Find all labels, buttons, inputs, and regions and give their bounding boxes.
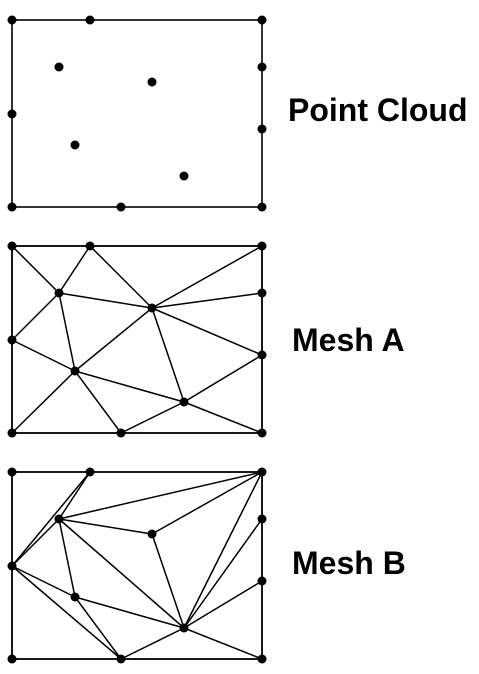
edge-p4-rl	[183, 354, 263, 403]
edge-p4-tr	[183, 471, 263, 629]
vertex-tl	[7, 15, 17, 25]
vertex-tm	[85, 467, 95, 477]
edge-p4-ru	[183, 518, 263, 629]
vertex-bl	[7, 654, 17, 664]
edge-p2-p3	[74, 307, 153, 372]
edge-p2-tr	[151, 471, 263, 535]
vertex-br	[257, 654, 267, 664]
panel-mesh-b: Mesh B	[7, 467, 406, 664]
vertex-p2	[147, 303, 157, 313]
edge-p1-p4	[58, 518, 185, 629]
edge-p4-bm	[120, 627, 185, 660]
edge-lm-p1	[11, 518, 60, 567]
edge-lm-bm	[11, 565, 122, 660]
label-mesh-b: Mesh B	[292, 545, 406, 581]
label-point-cloud: Point Cloud	[288, 92, 468, 128]
vertex-rl	[257, 124, 267, 134]
edge-lm-p3	[11, 339, 76, 372]
edge-tm-p2	[89, 245, 153, 309]
edge-lm-p1	[11, 292, 60, 341]
edge-p3-p4	[74, 596, 185, 629]
panel-mesh-a: Mesh A	[7, 241, 405, 438]
vertex-p2	[147, 529, 157, 539]
edge-bl-p3	[11, 370, 76, 434]
vertex-bl	[7, 428, 17, 438]
edge-ru-p2	[151, 292, 263, 309]
edge-lm-p3	[11, 565, 76, 598]
edges-mesh-a	[11, 245, 263, 434]
vertex-tr	[257, 467, 267, 477]
edge-p1-tr	[58, 471, 263, 520]
vertex-p4	[179, 397, 189, 407]
vertex-tm	[85, 241, 95, 251]
panel-point-cloud: Point Cloud	[7, 15, 468, 212]
vertex-p3	[70, 366, 80, 376]
edge-p2-rl	[151, 307, 263, 356]
edges-mesh-b	[11, 471, 263, 660]
edge-p1-tm	[58, 471, 91, 520]
vertex-rl	[257, 350, 267, 360]
edge-p2-p4	[151, 533, 185, 629]
vertex-ru	[257, 288, 267, 298]
edge-lm-tm	[11, 471, 91, 567]
edge-p1-p3	[58, 292, 76, 372]
edge-p4-br	[183, 401, 263, 434]
vertex-p3	[70, 140, 80, 150]
edge-tl-p1	[11, 245, 60, 294]
vertex-lm	[7, 335, 17, 345]
edge-tm-p1	[58, 245, 91, 294]
edge-p4-br	[183, 627, 263, 660]
vertex-tl	[7, 241, 17, 251]
vertices-point-cloud	[7, 15, 267, 212]
vertex-bm	[116, 654, 126, 664]
frame-point-cloud	[11, 19, 263, 208]
vertex-lm	[7, 561, 17, 571]
vertex-p4	[179, 623, 189, 633]
vertex-ru	[257, 62, 267, 72]
vertex-tr	[257, 15, 267, 25]
frame-mesh-b	[11, 471, 263, 660]
edge-p1-p2	[58, 518, 153, 535]
vertex-p1	[54, 62, 64, 72]
vertex-ru	[257, 514, 267, 524]
vertices-mesh-b	[7, 467, 267, 664]
vertex-lm	[7, 109, 17, 119]
edge-p1-p2	[58, 292, 153, 309]
edge-bm-p3	[74, 370, 122, 434]
vertex-br	[257, 202, 267, 212]
vertex-br	[257, 428, 267, 438]
vertex-tm	[85, 15, 95, 25]
vertex-p4	[179, 171, 189, 181]
vertex-p1	[54, 288, 64, 298]
edge-p2-p4	[151, 307, 185, 403]
edge-p3-p4	[74, 370, 185, 403]
vertex-p2	[147, 77, 157, 87]
vertex-tr	[257, 241, 267, 251]
vertex-tl	[7, 467, 17, 477]
vertex-rl	[257, 576, 267, 586]
vertex-bl	[7, 202, 17, 212]
vertex-bm	[116, 428, 126, 438]
edge-tr-p2	[151, 245, 263, 309]
edge-bm-p4	[120, 401, 185, 434]
vertices-mesh-a	[7, 241, 267, 438]
label-mesh-a: Mesh A	[292, 322, 405, 358]
edge-p1-p3	[58, 518, 76, 598]
edge-p4-rl	[183, 580, 263, 629]
vertex-bm	[116, 202, 126, 212]
vertex-p3	[70, 592, 80, 602]
vertex-p1	[54, 514, 64, 524]
edge-p3-bm	[74, 596, 122, 660]
